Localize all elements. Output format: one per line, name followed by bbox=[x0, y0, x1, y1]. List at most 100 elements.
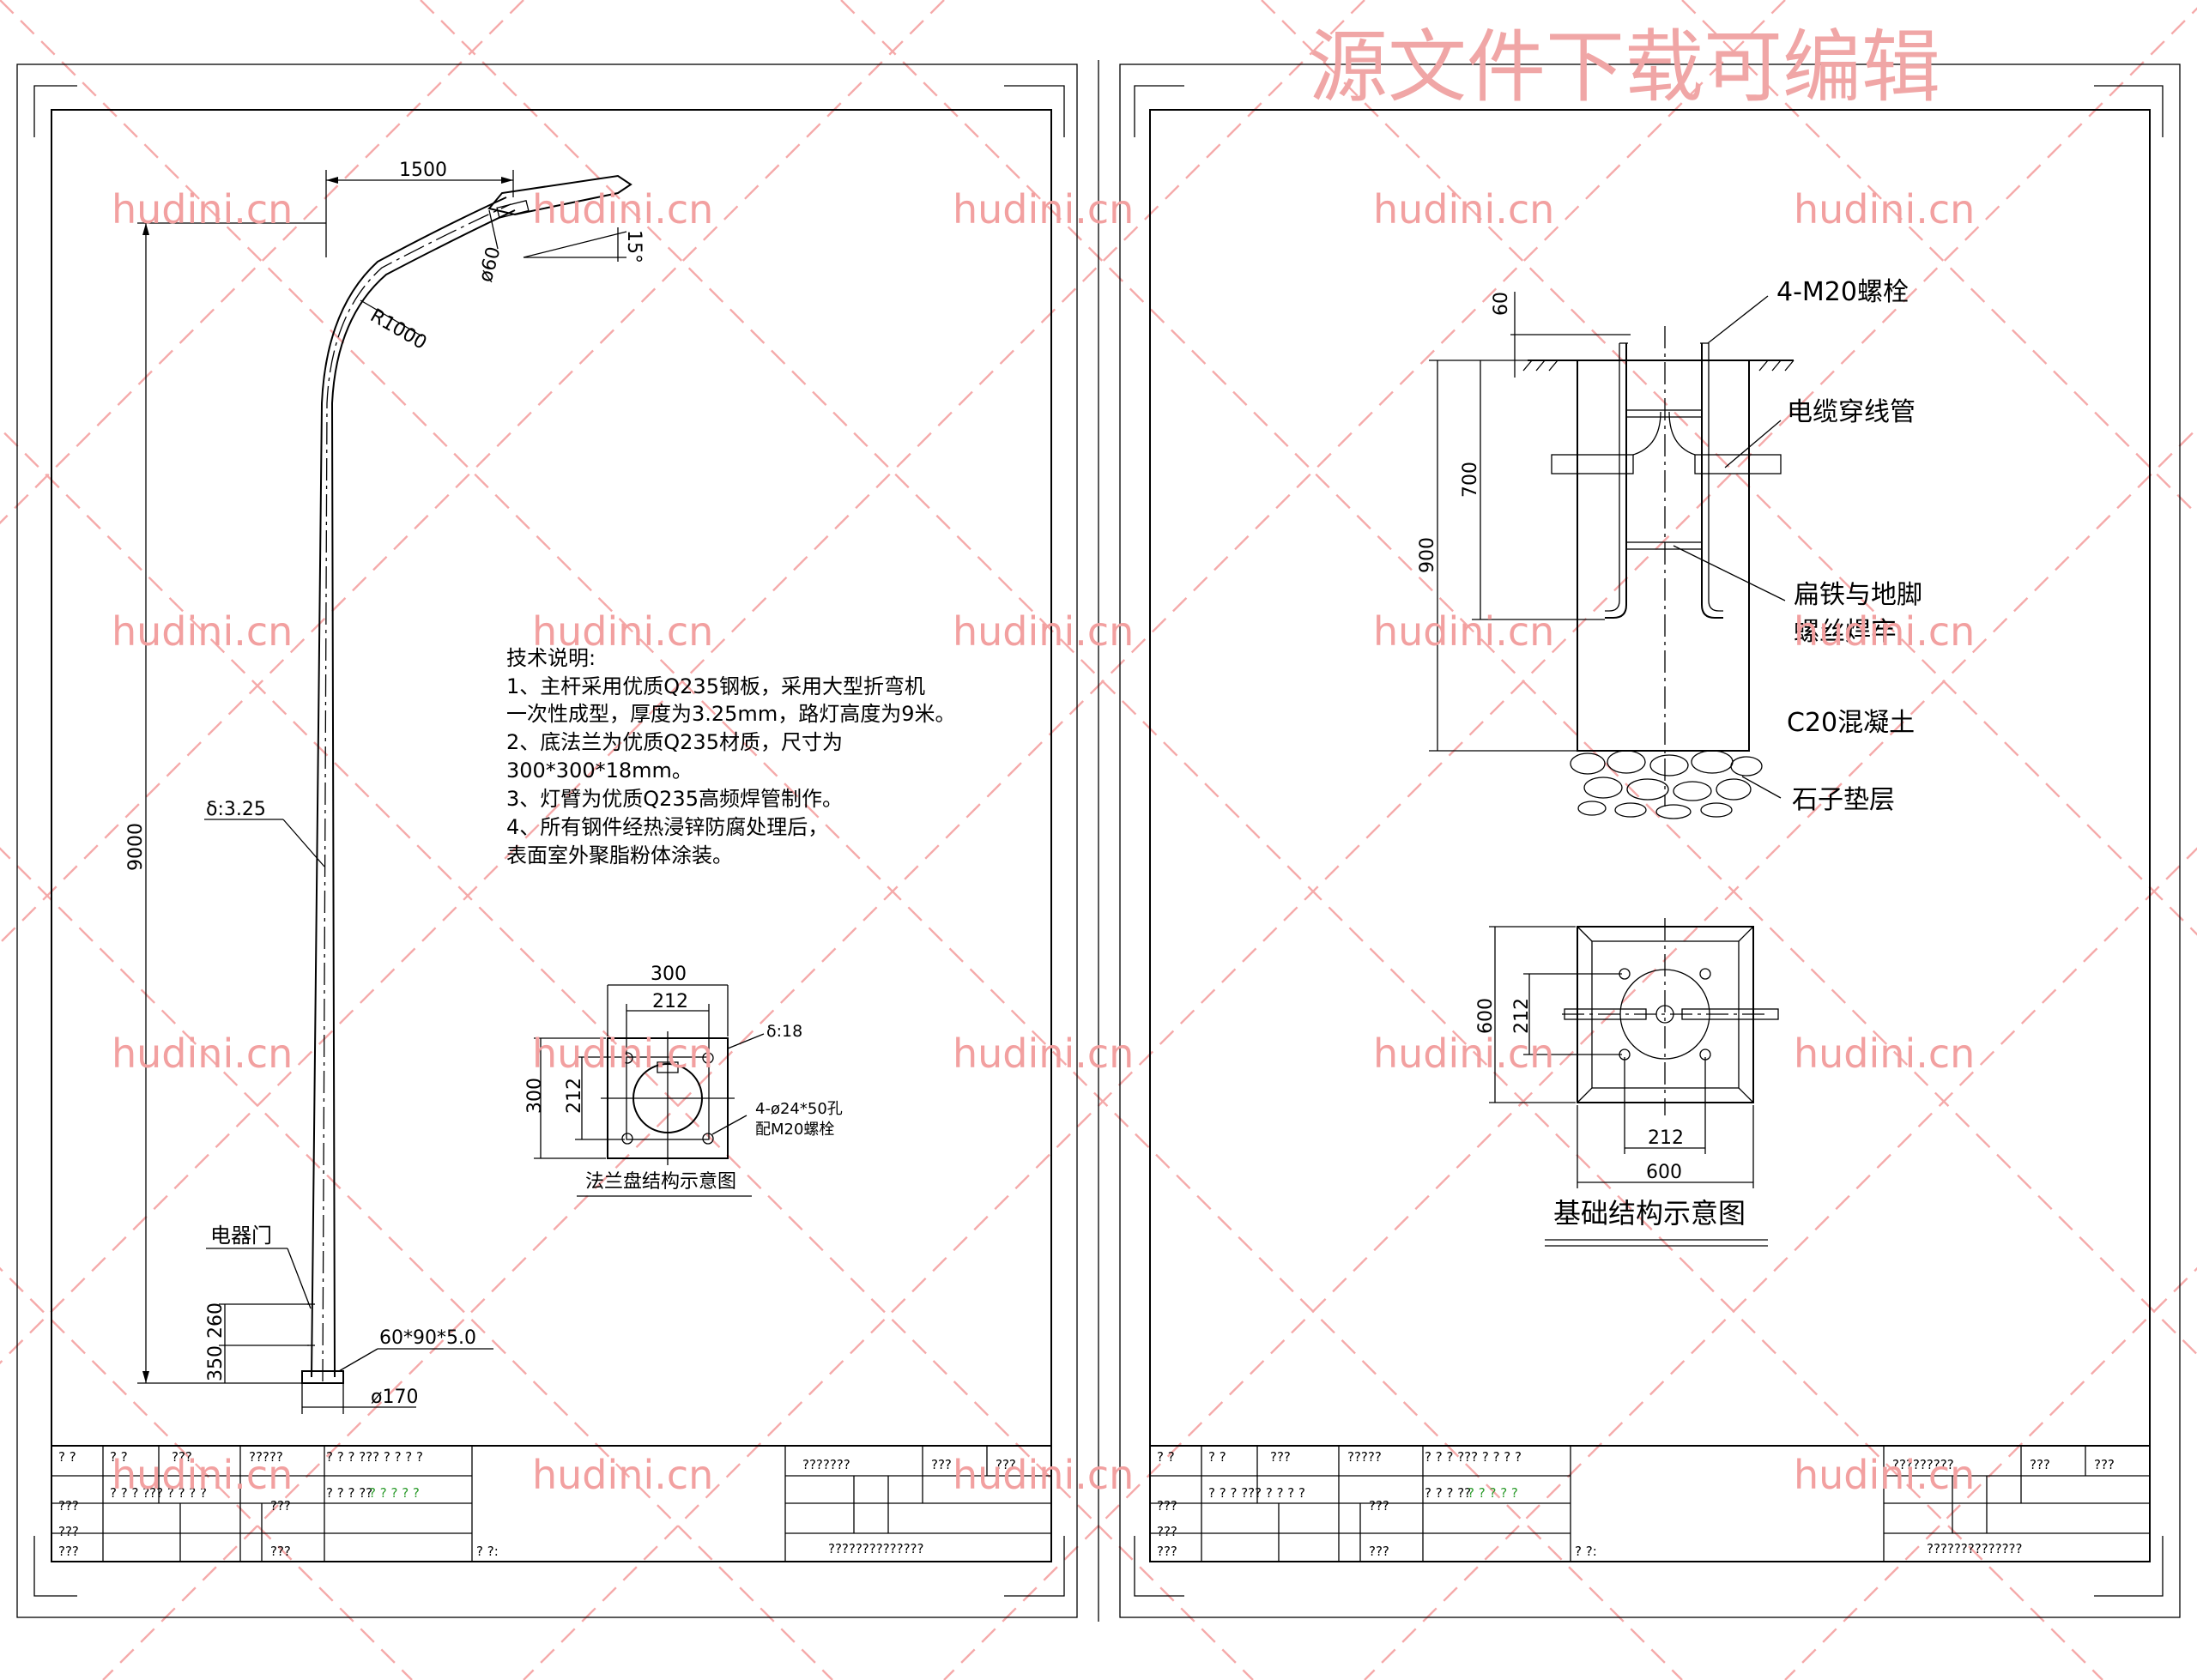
dim-door-size: 60*90*5.0 bbox=[379, 1327, 476, 1349]
tb-r-r2-d: ? ? ? ?? bbox=[1425, 1485, 1471, 1501]
watermark-tag: hudini.cn bbox=[532, 1030, 713, 1077]
pole-shaft bbox=[311, 196, 507, 1378]
concrete-block bbox=[1577, 360, 1750, 752]
note-line-6: 4、所有钢件经热浸锌防腐处理后， bbox=[506, 815, 828, 839]
tb-l-r2-d: ? ? ? ?? bbox=[326, 1485, 372, 1501]
watermark-tag: hudini.cn bbox=[112, 186, 293, 233]
dim-arm-length: 1500 bbox=[399, 160, 447, 181]
dim-angle: 15° bbox=[623, 230, 645, 263]
tb-l-c-a: ? ? bbox=[58, 1449, 76, 1465]
note-line-4: 300*300*18mm。 bbox=[506, 758, 693, 783]
technical-notes: 技术说明: 1、主杆采用优质Q235钢板，采用大型折弯机 一次性成型，厚度为3.… bbox=[506, 646, 955, 867]
tb-l-proj: ??????? bbox=[802, 1457, 850, 1472]
tb-r-c-e: ? ? ? ??? ? ? ? ? bbox=[1425, 1449, 1522, 1465]
plan-dim-212h: 212 bbox=[1648, 1127, 1684, 1149]
plan-dim-212v: 212 bbox=[1511, 998, 1533, 1034]
watermark-tag: hudini.cn bbox=[532, 1452, 713, 1498]
tb-r-r2-b: ? ? ? ??? ? ? ? ? bbox=[1208, 1485, 1305, 1501]
watermark-tag: hudini.cn bbox=[1794, 608, 1975, 655]
tb-l-r2-c: ??? bbox=[270, 1498, 291, 1514]
watermark-tag: hudini.cn bbox=[953, 608, 1134, 655]
label-conduit: 电缆穿线管 bbox=[1787, 397, 1916, 427]
tb-l-sheet: ??? bbox=[996, 1457, 1016, 1472]
watermark-tag: hudini.cn bbox=[953, 1030, 1134, 1077]
watermark-text: 源文件下载可编辑 hudini.cn hudini.cn hudini.cn h… bbox=[112, 21, 1975, 1498]
tb-r-r4-c: ? ?: bbox=[1575, 1544, 1597, 1559]
tb-l-c-c: ??? bbox=[172, 1449, 192, 1465]
dim-door-h1: 260 bbox=[205, 1302, 227, 1339]
tb-l-r3-a: ??? bbox=[58, 1524, 79, 1539]
tb-l-drawing-no: ?????????????? bbox=[828, 1541, 923, 1556]
tb-r-scale: ??? bbox=[2030, 1457, 2050, 1472]
door-label: 电器门 bbox=[210, 1224, 272, 1248]
foundation-section: 60 700 900 4-M20螺栓 电缆穿线管 扁铁与地脚 螺丝焊牢 C20混… bbox=[1417, 277, 1922, 819]
tb-r-r2-a: ??? bbox=[1157, 1498, 1177, 1514]
label-concrete: C20混凝土 bbox=[1787, 708, 1915, 738]
watermark-tag: hudini.cn bbox=[112, 1452, 293, 1498]
flange-dim-w300: 300 bbox=[651, 964, 687, 985]
watermark-tag: hudini.cn bbox=[112, 1030, 293, 1077]
tb-r-c-a: ? ? bbox=[1157, 1449, 1175, 1465]
tb-r-r2-d-green: ? ? ? ? ? bbox=[1468, 1485, 1518, 1501]
watermark-tag: hudini.cn bbox=[1373, 608, 1554, 655]
tb-l-r4-b: ??? bbox=[270, 1544, 291, 1559]
watermark-tag: hudini.cn bbox=[953, 1452, 1134, 1498]
flange-dim-h300: 300 bbox=[524, 1078, 546, 1114]
tb-r-c-c: ??? bbox=[1270, 1449, 1291, 1465]
tb-r-proj: ????????? bbox=[1892, 1457, 1954, 1472]
tb-r-sheet: ??? bbox=[2094, 1457, 2115, 1472]
watermark-banner: 源文件下载可编辑 bbox=[1309, 21, 1940, 113]
dim-wall-thk: δ:3.25 bbox=[206, 799, 266, 820]
tb-l-c-b: ? ? bbox=[110, 1449, 128, 1465]
flange-caption: 法兰盘结构示意图 bbox=[585, 1171, 736, 1193]
tb-l-r4-c: ? ?: bbox=[476, 1544, 499, 1559]
tb-r-r4-b: ??? bbox=[1369, 1544, 1389, 1559]
plan-dim-600v: 600 bbox=[1475, 998, 1497, 1034]
title-block-right: ? ? ? ? ??? ????? ? ? ? ??? ? ? ? ? ??? … bbox=[1149, 1445, 2151, 1562]
label-gravel: 石子垫层 bbox=[1792, 785, 1895, 815]
foundation-caption: 基础结构示意图 bbox=[1553, 1197, 1746, 1230]
dim-d900: 900 bbox=[1417, 537, 1438, 573]
tb-r-c-d: ????? bbox=[1347, 1449, 1382, 1465]
dim-pole-height: 9000 bbox=[125, 823, 147, 871]
note-line-1: 1、主杆采用优质Q235钢板，采用大型折弯机 bbox=[506, 674, 925, 698]
watermark-tag: hudini.cn bbox=[1794, 1030, 1975, 1077]
watermark-tag: hudini.cn bbox=[532, 186, 713, 233]
tb-r-c-b: ? ? bbox=[1208, 1449, 1226, 1465]
tb-r-r3-a: ??? bbox=[1157, 1524, 1177, 1539]
watermark-tag: hudini.cn bbox=[1794, 186, 1975, 233]
flange-bolts: 配M20螺栓 bbox=[755, 1121, 834, 1139]
pole-base-plate bbox=[301, 1370, 344, 1384]
tb-l-r2-b: ? ? ? ??? ? ? ? ? bbox=[110, 1485, 207, 1501]
dim-base-dia: ø170 bbox=[371, 1387, 418, 1408]
dim-d700: 700 bbox=[1460, 462, 1481, 498]
tb-l-r4-a: ??? bbox=[58, 1544, 79, 1559]
flange-dim-h212: 212 bbox=[564, 1078, 585, 1114]
note-line-2: 一次性成型，厚度为3.25mm，路灯高度为9米。 bbox=[506, 702, 955, 726]
flange-dim-w212: 212 bbox=[652, 991, 688, 1012]
tb-l-c-e: ? ? ? ??? ? ? ? ? bbox=[326, 1449, 423, 1465]
tb-r-drawing-no: ?????????????? bbox=[1927, 1541, 2022, 1556]
dim-door-h2: 350 bbox=[205, 1345, 227, 1381]
flange-plate-diagram: 300 212 300 212 δ:18 4-ø24*50孔 配M20螺栓 法兰… bbox=[524, 964, 843, 1197]
dim-d60: 60 bbox=[1491, 292, 1512, 316]
plan-dim-600h: 600 bbox=[1646, 1162, 1682, 1183]
flange-holes: 4-ø24*50孔 bbox=[755, 1100, 843, 1118]
label-weld-2: 螺丝焊牢 bbox=[1794, 617, 1897, 647]
note-line-7: 表面室外聚脂粉体涂装。 bbox=[506, 843, 733, 867]
stone-bedding bbox=[1570, 750, 1763, 819]
label-bolts: 4-M20螺栓 bbox=[1776, 277, 1909, 307]
tb-l-scale: ??? bbox=[931, 1457, 952, 1472]
title-block-left: ? ? ? ? ??? ????? ? ? ? ??? ? ? ? ? ??? … bbox=[51, 1445, 1052, 1562]
watermark-tag: hudini.cn bbox=[112, 608, 293, 655]
pole-elevation: 1500 15° ø60 R1000 9000 δ:3.25 电器门 260 3… bbox=[125, 160, 645, 1414]
note-line-3: 2、底法兰为优质Q235材质，尺寸为 bbox=[506, 730, 843, 754]
watermark-tag: hudini.cn bbox=[1373, 186, 1554, 233]
watermark-tag: hudini.cn bbox=[532, 608, 713, 655]
tb-r-r4-a: ??? bbox=[1157, 1544, 1177, 1559]
note-line-5: 3、灯臂为优质Q235高频焊管制作。 bbox=[506, 787, 843, 811]
note-title: 技术说明: bbox=[506, 646, 596, 670]
watermark-tag: hudini.cn bbox=[1373, 1030, 1554, 1077]
